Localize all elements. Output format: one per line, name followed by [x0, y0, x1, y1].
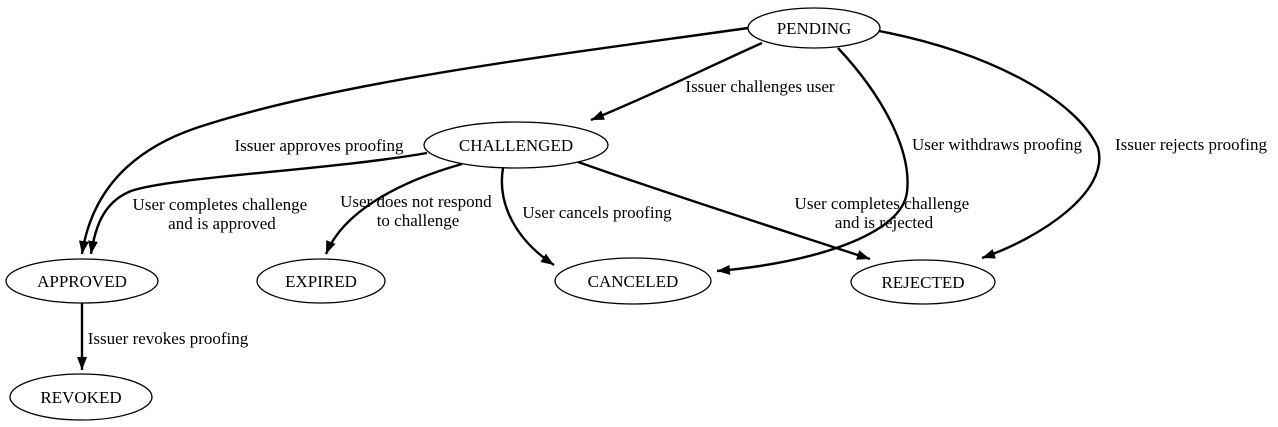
revoked-label: REVOKED [40, 388, 121, 407]
edge-label-completes-challenge-approved: User completes challenge and is approved [133, 195, 312, 233]
edge-label-group: Issuer challenges user Issuer approves p… [88, 77, 1268, 348]
edge-pending-approved [79, 26, 749, 255]
edge-challenged-rejected [577, 160, 871, 261]
expired-label: EXPIRED [285, 272, 357, 291]
edge-label-user-cancels-proofing: User cancels proofing [522, 203, 672, 222]
rejected-ellipse [850, 259, 996, 305]
edge-label-does-not-respond: User does not respond to challenge [340, 192, 496, 230]
edge-label-user-withdraws-proofing: User withdraws proofing [912, 135, 1082, 154]
state-node-challenged: CHALLENGED [423, 121, 609, 169]
edge-pending-rejected [878, 29, 1101, 260]
edge-group [77, 26, 1101, 370]
approved-label: APPROVED [37, 272, 127, 291]
challenged-ellipse [423, 121, 609, 169]
edge-pending-challenged [590, 41, 763, 122]
pending-label: PENDING [777, 19, 852, 38]
edge-challenged-canceled [500, 167, 555, 267]
edge-challenged-approved [88, 151, 428, 255]
challenged-label: CHALLENGED [459, 136, 573, 155]
canceled-label: CANCELED [588, 272, 679, 291]
edge-label-issuer-approves-proofing: Issuer approves proofing [234, 136, 404, 155]
rejected-label: REJECTED [881, 273, 964, 292]
node-group: PENDING CHALLENGED APPROVED EXPIRED CANC… [5, 7, 996, 421]
state-node-pending: PENDING [747, 7, 881, 49]
canceled-ellipse [554, 257, 712, 305]
edge-pending-canceled [716, 47, 909, 275]
state-node-expired: EXPIRED [256, 258, 386, 304]
state-node-revoked: REVOKED [9, 373, 153, 421]
state-node-approved: APPROVED [5, 258, 159, 304]
revoked-ellipse [9, 373, 153, 421]
edge-label-issuer-rejects-proofing: Issuer rejects proofing [1115, 135, 1268, 154]
pending-ellipse [747, 7, 881, 49]
approved-ellipse [5, 258, 159, 304]
edge-label-issuer-revokes-proofing: Issuer revokes proofing [88, 329, 249, 348]
edge-challenged-expired [324, 162, 463, 255]
state-node-rejected: REJECTED [850, 259, 996, 305]
state-node-canceled: CANCELED [554, 257, 712, 305]
expired-ellipse [256, 258, 386, 304]
edge-label-completes-challenge-rejected: User completes challenge and is rejected [795, 194, 974, 232]
edge-label-issuer-challenges-user: Issuer challenges user [685, 77, 835, 96]
